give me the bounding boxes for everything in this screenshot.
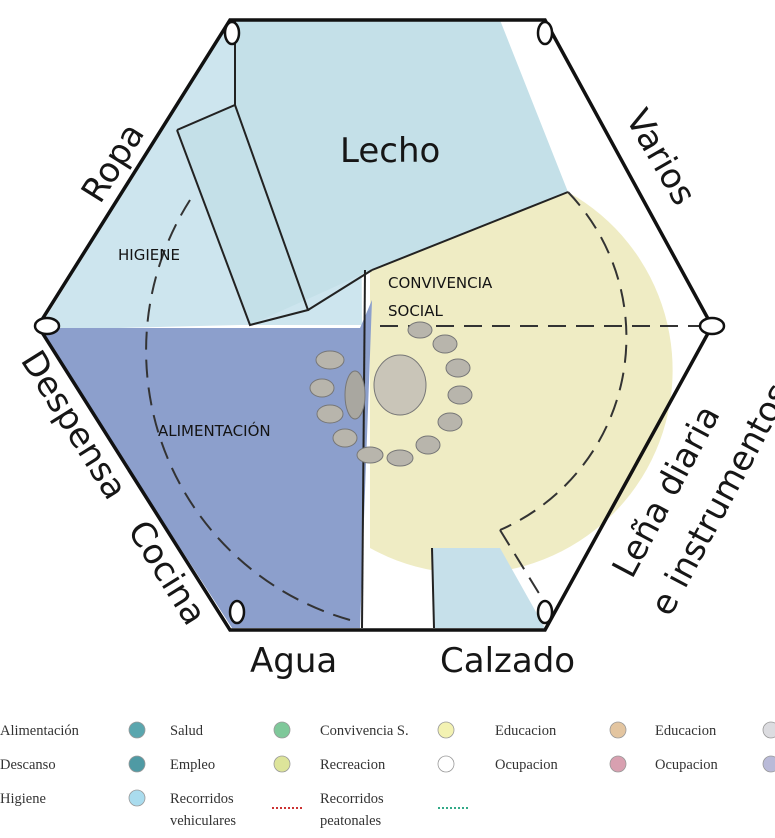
legend-label: Higiene <box>0 791 46 807</box>
legend-label: Recreacion <box>320 757 386 773</box>
legend-label: Educacion <box>655 723 717 739</box>
legend-label: Ocupacion <box>655 757 719 773</box>
calzado-region <box>432 548 545 628</box>
legend-label: Alimentación <box>0 723 80 739</box>
label-higiene: HIGIENE <box>118 246 180 264</box>
legend-label: Recorridos <box>170 791 234 807</box>
dashed-circle-left <box>145 199 351 621</box>
notch-left <box>33 316 61 336</box>
label-varios: Varios <box>617 103 703 213</box>
legend-swatch <box>762 721 775 739</box>
notch-top-left <box>223 20 241 46</box>
legend-swatch <box>273 755 291 773</box>
notch-bottom-left <box>228 599 246 625</box>
legend-label: Recorridos <box>320 791 384 807</box>
legend-swatch <box>128 755 146 773</box>
legend-swatch <box>128 789 146 807</box>
notch-right <box>698 316 726 336</box>
legend-swatch <box>437 755 455 773</box>
legend-row-3: Higiene Recorridos vehiculares Recorrido… <box>0 789 468 829</box>
label-calzado: Calzado <box>440 641 575 681</box>
legend-label: Descanso <box>0 757 56 773</box>
legend-row-1: Alimentación Salud Convivencia S. Educac… <box>0 721 775 739</box>
alimentacion-region <box>38 300 372 628</box>
label-lecho: Lecho <box>340 131 440 171</box>
legend-label: vehiculares <box>170 813 236 829</box>
convivencia-region <box>370 192 673 574</box>
legend-label: peatonales <box>320 813 382 829</box>
legend-swatch <box>437 721 455 739</box>
legend-label: Salud <box>170 723 204 739</box>
legend-swatch <box>609 755 627 773</box>
label-convivencia-1: CONVIVENCIA <box>388 274 493 292</box>
label-alimentacion: ALIMENTACIÓN <box>158 421 271 440</box>
label-convivencia-2: SOCIAL <box>388 302 443 320</box>
legend-row-2: Descanso Empleo Recreacion Ocupacion Ocu… <box>0 755 775 773</box>
label-agua: Agua <box>250 641 337 681</box>
legend-label: Empleo <box>170 757 215 773</box>
legend-label: Convivencia S. <box>320 723 409 739</box>
legend-swatch <box>128 721 146 739</box>
legend-swatch <box>762 755 775 773</box>
lecho-region <box>177 20 568 325</box>
legend-swatch <box>609 721 627 739</box>
legend-label: Educacion <box>495 723 557 739</box>
dashed-circle-right <box>499 191 628 531</box>
hearth-scribbles <box>309 321 473 467</box>
notch-top-right <box>536 20 554 46</box>
legend: Alimentación Salud Convivencia S. Educac… <box>0 721 775 829</box>
notch-bottom-right <box>536 599 554 625</box>
legend-label: Ocupacion <box>495 757 559 773</box>
legend-swatch <box>273 721 291 739</box>
